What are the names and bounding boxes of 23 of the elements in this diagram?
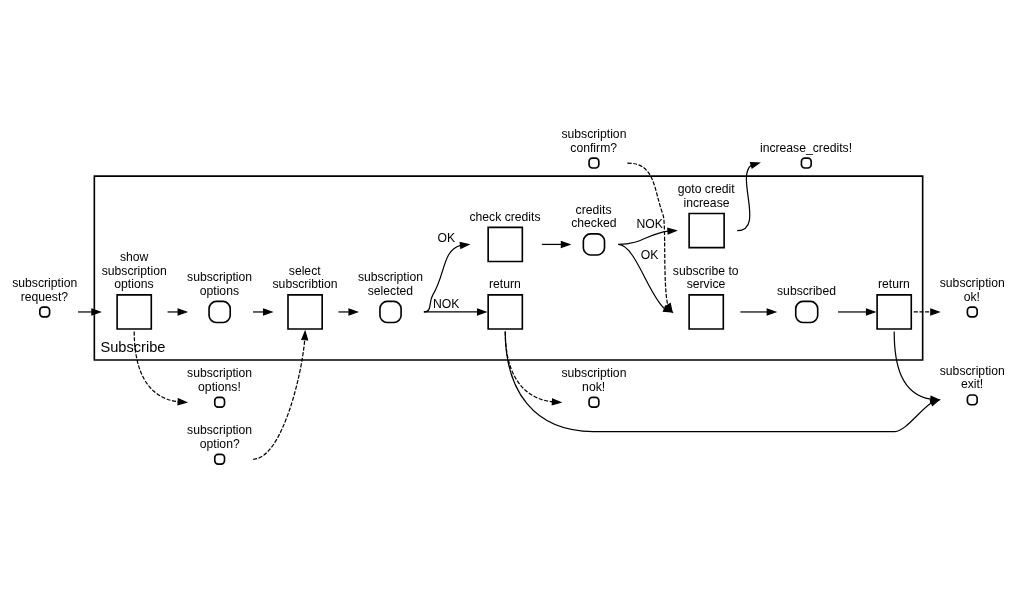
edge-label: OK: [640, 248, 659, 263]
node-label: subscription options: [187, 270, 253, 298]
edge-label: NOK: [636, 217, 663, 232]
node-label: subscription confirm?: [561, 126, 627, 155]
node-label: subscription option?: [187, 423, 253, 451]
node-label: increase_credits!: [759, 140, 853, 155]
node-label: subscribed: [777, 283, 836, 298]
node-label: goto credit increase: [677, 182, 735, 210]
edge-label: NOK: [433, 296, 460, 311]
node-label: subscription selected: [357, 270, 424, 298]
node-label: check credits: [469, 209, 541, 224]
node-label: subscription exit!: [939, 363, 1005, 392]
node-label: select subscribtion: [272, 263, 338, 292]
edge-label: OK: [437, 230, 456, 245]
node-label: return: [877, 277, 910, 292]
node-label: show subscription options: [101, 249, 167, 292]
node-label: subscription nok!: [561, 366, 627, 394]
node-label: credits checked: [571, 202, 617, 231]
node-label: subscribe to service: [672, 263, 739, 292]
node-label: return: [488, 277, 521, 292]
node-label: subscription options!: [187, 366, 253, 394]
node-label: subscription request?: [12, 275, 78, 304]
node-label: subscription ok!: [939, 275, 1005, 304]
